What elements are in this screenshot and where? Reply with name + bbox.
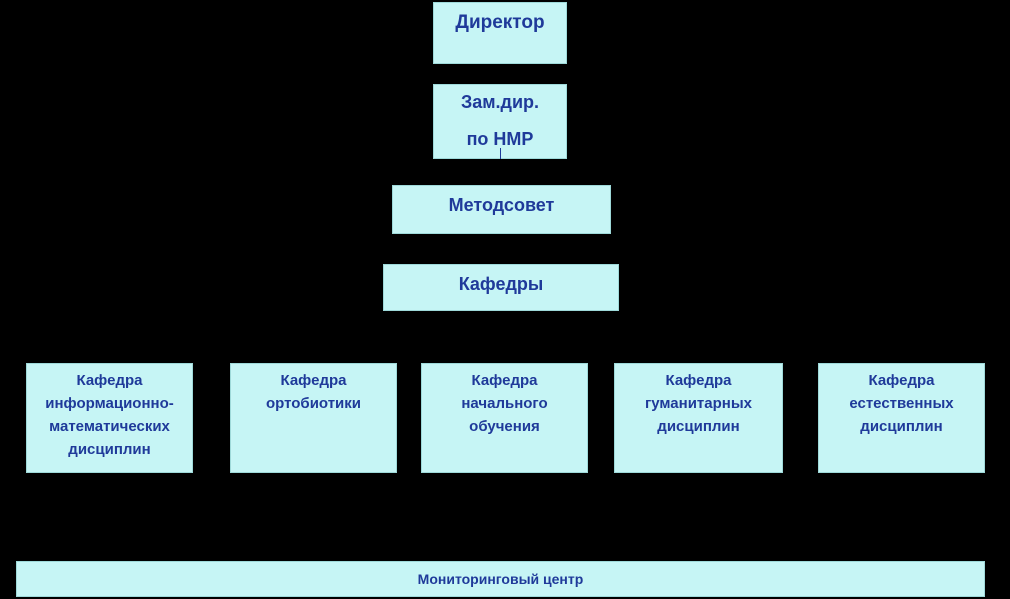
council-label: Методсовет — [448, 195, 555, 215]
department-line: математических — [49, 418, 170, 435]
department-orthobiotics-box: Кафедра ортобиотики — [230, 363, 397, 473]
department-line: Кафедра — [665, 372, 732, 389]
department-line: естественных — [849, 395, 954, 412]
department-line: Кафедра — [868, 372, 935, 389]
department-line: Кафедра — [471, 372, 538, 389]
director-box: Директор — [433, 2, 567, 64]
department-line: дисциплин — [860, 418, 943, 435]
deputy-connector-tick — [500, 148, 501, 159]
department-line: Кафедра — [280, 372, 347, 389]
director-label: Директор — [455, 12, 545, 33]
department-line: гуманитарных — [645, 395, 752, 412]
departments-header-label: Кафедры — [458, 274, 544, 294]
department-line: начального — [461, 395, 548, 412]
departments-header-box: Кафедры — [383, 264, 619, 311]
deputy-line-1: Зам.дир. — [460, 92, 540, 112]
department-line: ортобиотики — [265, 395, 361, 412]
department-line: дисциплин — [68, 441, 151, 458]
deputy-director-box: Зам.дир. по НМР — [433, 84, 567, 159]
department-line: информационно- — [45, 395, 174, 412]
monitoring-center-box: Мониторинговый центр — [16, 561, 985, 597]
methodological-council-box: Методсовет — [392, 185, 611, 234]
department-line: Кафедра — [76, 372, 143, 389]
department-primary-education-box: Кафедра начального обучения — [421, 363, 588, 473]
department-natural-sciences-box: Кафедра естественных дисциплин — [818, 363, 985, 473]
monitoring-center-label: Мониторинговый центр — [417, 571, 584, 587]
deputy-line-2: по НМР — [466, 129, 534, 149]
department-line: дисциплин — [657, 418, 740, 435]
department-humanities-box: Кафедра гуманитарных дисциплин — [614, 363, 783, 473]
department-line: обучения — [469, 418, 540, 435]
department-it-math-box: Кафедра информационно- математических ди… — [26, 363, 193, 473]
